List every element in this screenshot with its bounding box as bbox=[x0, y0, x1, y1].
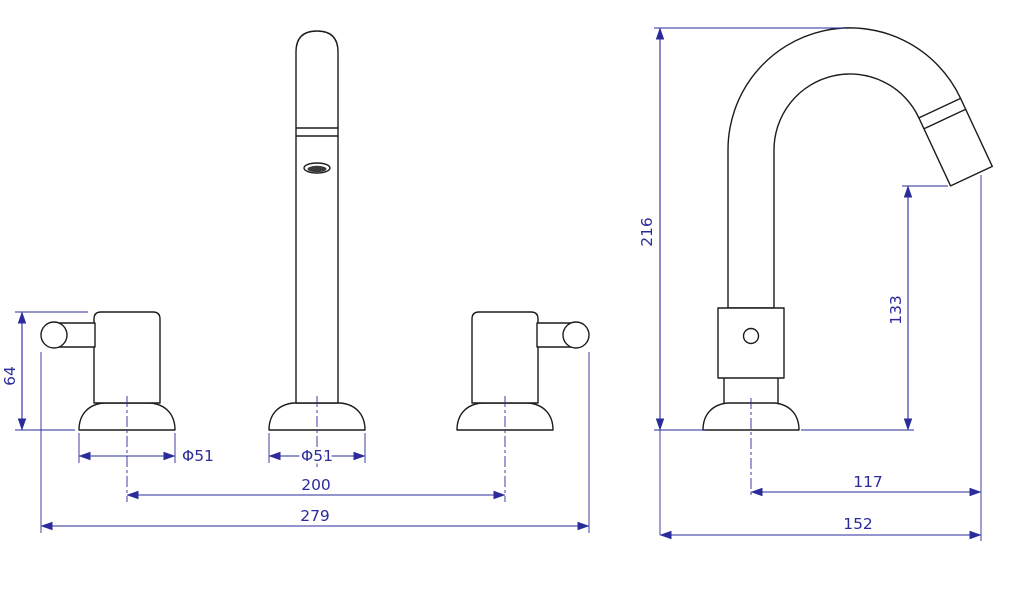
side-view: 216 133 117 152 bbox=[636, 27, 993, 541]
spout-front bbox=[268, 30, 366, 431]
faucet-side-body bbox=[702, 27, 993, 431]
left-base-diameter-value: Φ51 bbox=[182, 447, 214, 465]
outlet-height-value: 133 bbox=[887, 295, 905, 325]
right-handle bbox=[456, 311, 590, 431]
spout-reach-value: 117 bbox=[853, 473, 883, 491]
spout-base-diameter-value: Φ51 bbox=[301, 447, 333, 465]
handle-height-value: 64 bbox=[1, 366, 19, 386]
dim-overall-height: 216 bbox=[636, 27, 845, 535]
dim-left-base-diameter: Φ51 bbox=[78, 433, 216, 468]
dim-handle-height: 64 bbox=[0, 311, 88, 431]
front-view: 64 Φ51 Φ51 200 bbox=[0, 30, 590, 533]
handle-spacing-value: 200 bbox=[301, 476, 331, 494]
overall-height-value: 216 bbox=[638, 217, 656, 247]
dim-handle-spacing: 200 bbox=[126, 474, 506, 500]
dim-overall-depth: 152 bbox=[659, 513, 982, 540]
overall-width-value: 279 bbox=[300, 507, 330, 525]
dim-spout-reach: 117 bbox=[750, 175, 982, 541]
dim-outlet-height: 133 bbox=[801, 185, 948, 431]
dim-overall-width: 279 bbox=[40, 352, 590, 533]
dim-spout-base-diameter: Φ51 bbox=[268, 433, 366, 468]
left-handle bbox=[40, 311, 176, 431]
overall-depth-value: 152 bbox=[843, 515, 873, 533]
